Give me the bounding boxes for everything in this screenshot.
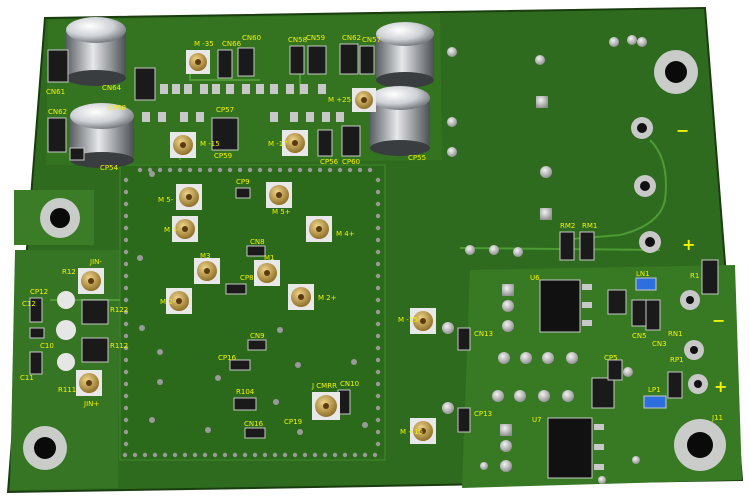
via-row-top (137, 167, 373, 173)
label-jinm: JIN- (89, 258, 102, 266)
label-cn10: CN10 (340, 380, 359, 388)
label-rm2: RM2 (560, 222, 575, 230)
label-cp58: CP58 (108, 104, 126, 112)
label-m4m: M 4- (164, 226, 180, 234)
label-cp57: CP57 (216, 106, 234, 114)
label-cn57: CN57 (362, 36, 381, 44)
label-m5m: M 5- (158, 196, 174, 204)
label-cp12: CP12 (30, 288, 48, 296)
electrolytic-cap-cp54 (70, 103, 134, 168)
label-plus-bottom: + (714, 377, 727, 396)
led-ln1 (635, 277, 657, 291)
via-col-right (375, 177, 381, 447)
label-m3: M3 (200, 252, 211, 260)
label-cn64: CN64 (102, 84, 122, 92)
label-c11: C11 (20, 374, 34, 382)
label-m35: M -35 (194, 40, 214, 48)
label-r112: R112 (110, 342, 128, 350)
label-u7: U7 (532, 416, 542, 424)
label-m2p: M 2+ (318, 294, 337, 302)
label-plus-top: + (682, 235, 695, 254)
label-cp13: CP13 (474, 410, 492, 418)
label-cp56: CP56 (320, 158, 339, 166)
ic-u6 (539, 279, 592, 333)
label-cp19: CP19 (284, 418, 302, 426)
label-cp54: CP54 (100, 164, 119, 172)
top-row-pads (142, 84, 344, 122)
mounting-hole-bottom-right (674, 419, 726, 471)
label-cn60: CN60 (242, 34, 261, 42)
label-cn66: CN66 (222, 40, 242, 48)
label-cn13: CN13 (474, 330, 493, 338)
label-lp1: LP1 (648, 386, 661, 394)
electrolytic-cap-cp64-top (66, 17, 126, 86)
label-u6: U6 (530, 274, 540, 282)
label-rn1: RN1 (668, 330, 683, 338)
label-cn59: CN59 (306, 34, 325, 42)
label-cp5: CP5 (604, 354, 618, 362)
label-cp60: CP60 (342, 158, 360, 166)
via-col-left (123, 177, 129, 447)
label-rp1: RP1 (670, 356, 684, 364)
label-cn62: CN62 (342, 34, 361, 42)
th-pads (56, 35, 708, 484)
silkscreen-labels: CN64 CN61 M -35 CN66 CN60 CN58 CN59 CN62… (20, 34, 727, 436)
analog-vias (137, 171, 368, 435)
led-lp1 (643, 395, 667, 409)
label-rm1: RM1 (582, 222, 597, 230)
label-m5p: M 5+ (272, 208, 291, 216)
label-minus-bottom: − (712, 311, 725, 330)
label-m1: M1 (264, 254, 275, 262)
label-cp16: CP16 (218, 354, 237, 362)
label-r111: R111 (58, 386, 76, 394)
label-r12: R12 (62, 268, 76, 276)
smd-parts (29, 43, 719, 439)
label-cn58: CN58 (288, 36, 307, 44)
label-mp15: M +15 (400, 428, 423, 436)
mounting-hole-bottom-left (23, 426, 67, 470)
label-cn61: CN61 (46, 88, 65, 96)
label-j11: J11 (711, 414, 723, 422)
label-cn3: CN3 (652, 340, 667, 348)
label-minus-top: − (676, 121, 689, 140)
label-cp8: CP8 (240, 274, 254, 282)
label-r1: R1 (690, 272, 699, 280)
label-r122: R122 (110, 306, 128, 314)
copper-pour-right (462, 265, 742, 488)
label-jcmrr: J CMRR (311, 382, 337, 390)
label-m17: M -17 (268, 140, 288, 148)
via-row-bottom (122, 452, 378, 458)
label-cn62b: CN62 (48, 108, 67, 116)
label-cp59: CP59 (214, 152, 232, 160)
label-m2m: M 2- (160, 298, 176, 306)
analog-zone (119, 164, 386, 461)
electrolytic-cap-cp55 (370, 86, 430, 156)
trimmers (76, 50, 436, 444)
electrolytic-cap-top-right (376, 22, 434, 88)
ic-u7 (547, 417, 604, 479)
label-cn9: CN9 (250, 332, 265, 340)
label-cn5: CN5 (632, 332, 647, 340)
label-m25: M +25 (328, 96, 351, 104)
label-jinp: JIN+ (83, 400, 99, 408)
mounting-hole-top-right (654, 50, 698, 94)
label-cn8: CN8 (250, 238, 265, 246)
mounting-hole-left (40, 198, 80, 238)
label-m4p: M 4+ (336, 230, 355, 238)
label-m15-top: M -15 (200, 140, 220, 148)
label-c12: C12 (22, 300, 36, 308)
label-r104: R104 (236, 388, 255, 396)
label-cp55: CP55 (408, 154, 426, 162)
label-cp9: CP9 (236, 178, 250, 186)
label-ln1: LN1 (636, 270, 650, 278)
label-cn16: CN16 (244, 420, 264, 428)
label-c10: C10 (40, 342, 54, 350)
label-mm15: M -15 (398, 316, 418, 324)
